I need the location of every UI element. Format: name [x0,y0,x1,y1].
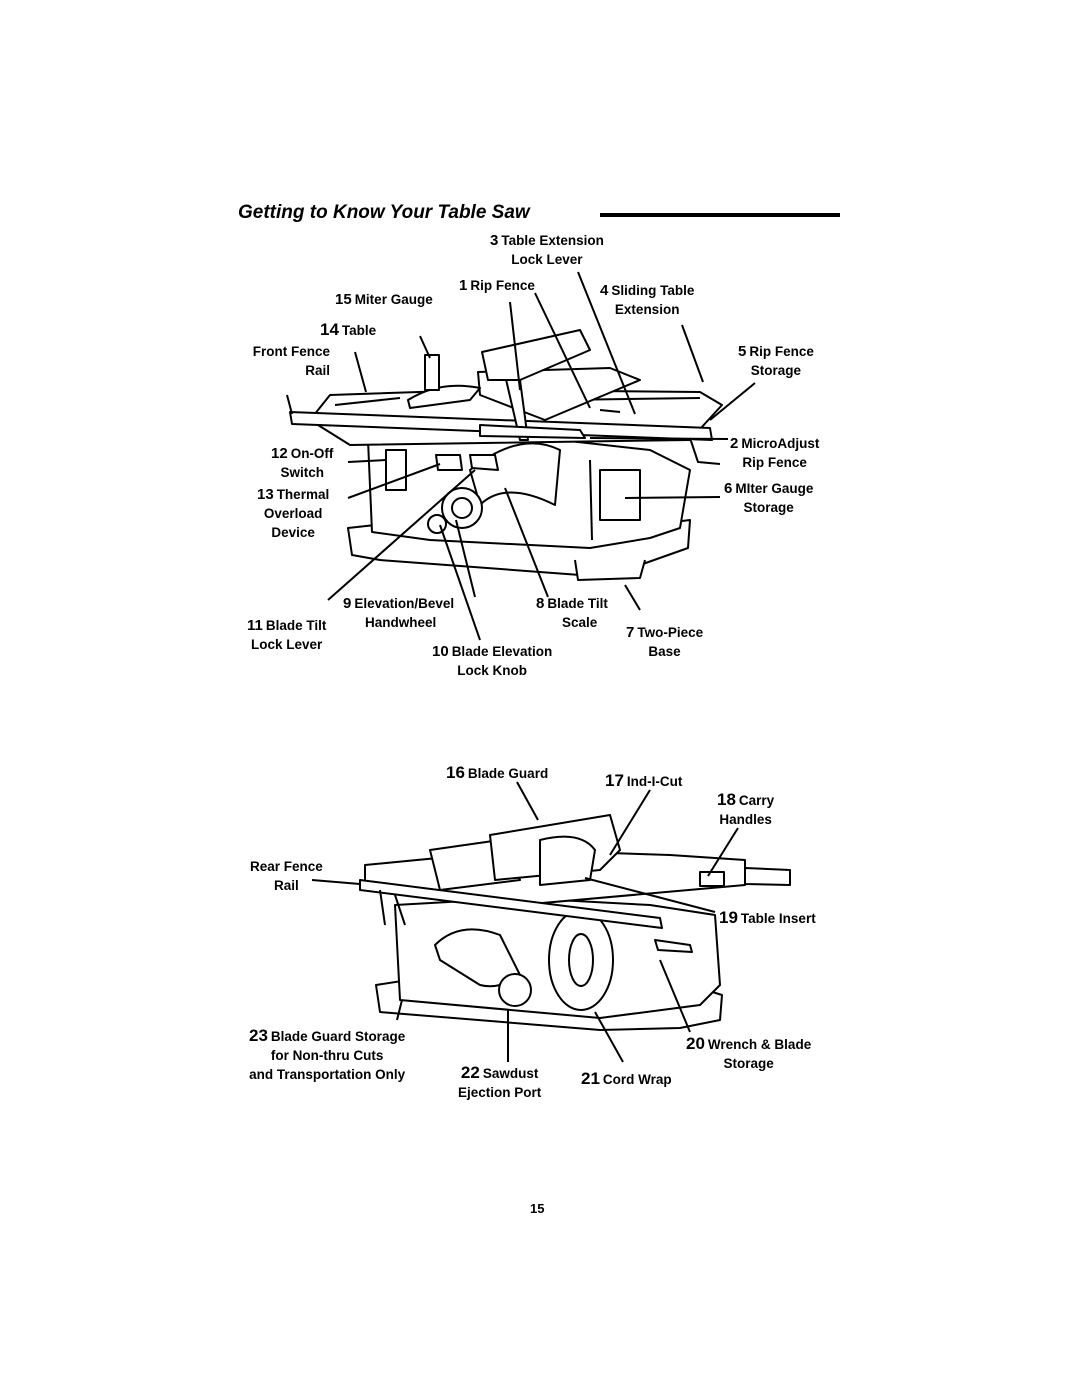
page-title: Getting to Know Your Table Saw [238,202,530,223]
page-number: 15 [530,1201,545,1216]
title-rule [600,213,840,217]
